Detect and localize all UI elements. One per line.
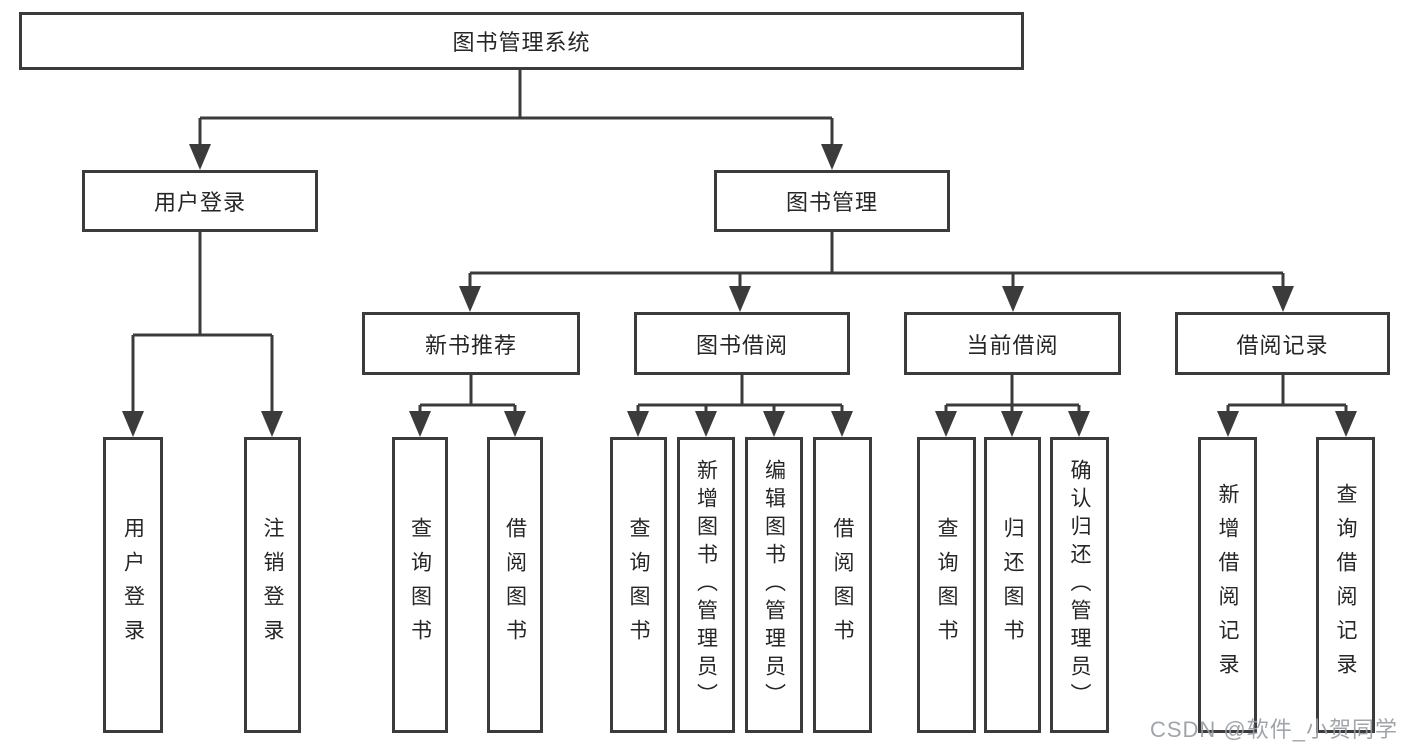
node-new-book-recommend: 新书推荐 [362, 312, 580, 375]
node-label: 用户登录 [121, 517, 145, 653]
node-user-login: 用户登录 [82, 170, 318, 232]
node-label: 编辑图书（管理员） [762, 459, 786, 711]
node-label: 用户登录 [153, 190, 246, 215]
node-label: 查询图书 [408, 517, 432, 653]
leaf-current-confirm-return-admin: 确认归还（管理员） [1050, 437, 1109, 733]
arrowhead-down-icon [627, 411, 649, 437]
node-label: 查询图书 [627, 517, 651, 653]
arrowhead-down-icon [1068, 411, 1090, 437]
arrowhead-down-icon [504, 411, 526, 437]
arrowhead-down-icon [763, 411, 785, 437]
node-book-management: 图书管理 [714, 170, 950, 232]
node-book-borrow: 图书借阅 [634, 312, 850, 375]
arrowhead-down-icon [831, 411, 853, 437]
arrowhead-down-icon [409, 411, 431, 437]
leaf-borrow-add-books-admin: 新增图书（管理员） [677, 437, 735, 733]
node-label: 图书借阅 [695, 332, 788, 358]
leaf-current-query-books: 查询图书 [917, 437, 976, 733]
node-label: 查询图书 [935, 517, 959, 653]
node-library-management-system: 图书管理系统 [19, 12, 1024, 70]
arrowhead-down-icon [1217, 411, 1239, 437]
arrowhead-down-icon [1001, 411, 1023, 437]
csdn-watermark: CSDN @软件_小贺同学 [1149, 717, 1398, 742]
node-label: 借阅图书 [503, 517, 527, 653]
leaf-newbook-borrow-books: 借阅图书 [487, 437, 543, 733]
leaf-borrow-query-books: 查询图书 [610, 437, 667, 733]
node-label: 归还图书 [1001, 517, 1025, 653]
node-label: 查询借阅记录 [1334, 483, 1358, 687]
arrowhead-down-icon [729, 286, 751, 312]
leaf-records-query-borrow-record: 查询借阅记录 [1316, 437, 1375, 733]
node-label: 确认归还（管理员） [1068, 459, 1092, 711]
arrowhead-down-icon [821, 144, 843, 170]
arrowhead-down-icon [1272, 286, 1294, 312]
leaf-borrow-edit-books-admin: 编辑图书（管理员） [745, 437, 803, 733]
arrowhead-down-icon [1335, 411, 1357, 437]
node-label: 注销登录 [261, 517, 285, 653]
leaf-user-login: 用户登录 [103, 437, 163, 733]
leaf-logout-login: 注销登录 [244, 437, 301, 733]
arrowhead-down-icon [1002, 286, 1024, 312]
arrowhead-down-icon [459, 286, 481, 312]
node-current-borrow: 当前借阅 [904, 312, 1121, 375]
node-label: 新增借阅记录 [1216, 483, 1240, 687]
leaf-newbook-query-books: 查询图书 [392, 437, 448, 733]
leaf-borrow-borrow-books: 借阅图书 [813, 437, 872, 733]
node-label: 借阅图书 [831, 517, 855, 653]
node-label: 图书管理 [785, 190, 878, 215]
leaf-records-add-borrow-record: 新增借阅记录 [1198, 437, 1257, 733]
leaf-current-return-books: 归还图书 [984, 437, 1041, 733]
node-label: 新书推荐 [424, 332, 517, 358]
node-label: 借阅记录 [1236, 332, 1329, 358]
node-label: 新增图书（管理员） [694, 459, 718, 711]
arrowhead-down-icon [122, 411, 144, 437]
node-borrow-records: 借阅记录 [1175, 312, 1390, 375]
arrowhead-down-icon [695, 411, 717, 437]
node-label: 当前借阅 [966, 332, 1059, 358]
arrowhead-down-icon [189, 144, 211, 170]
arrowhead-down-icon [261, 411, 283, 437]
node-label: 图书管理系统 [452, 30, 591, 55]
arrowhead-down-icon [935, 411, 957, 437]
